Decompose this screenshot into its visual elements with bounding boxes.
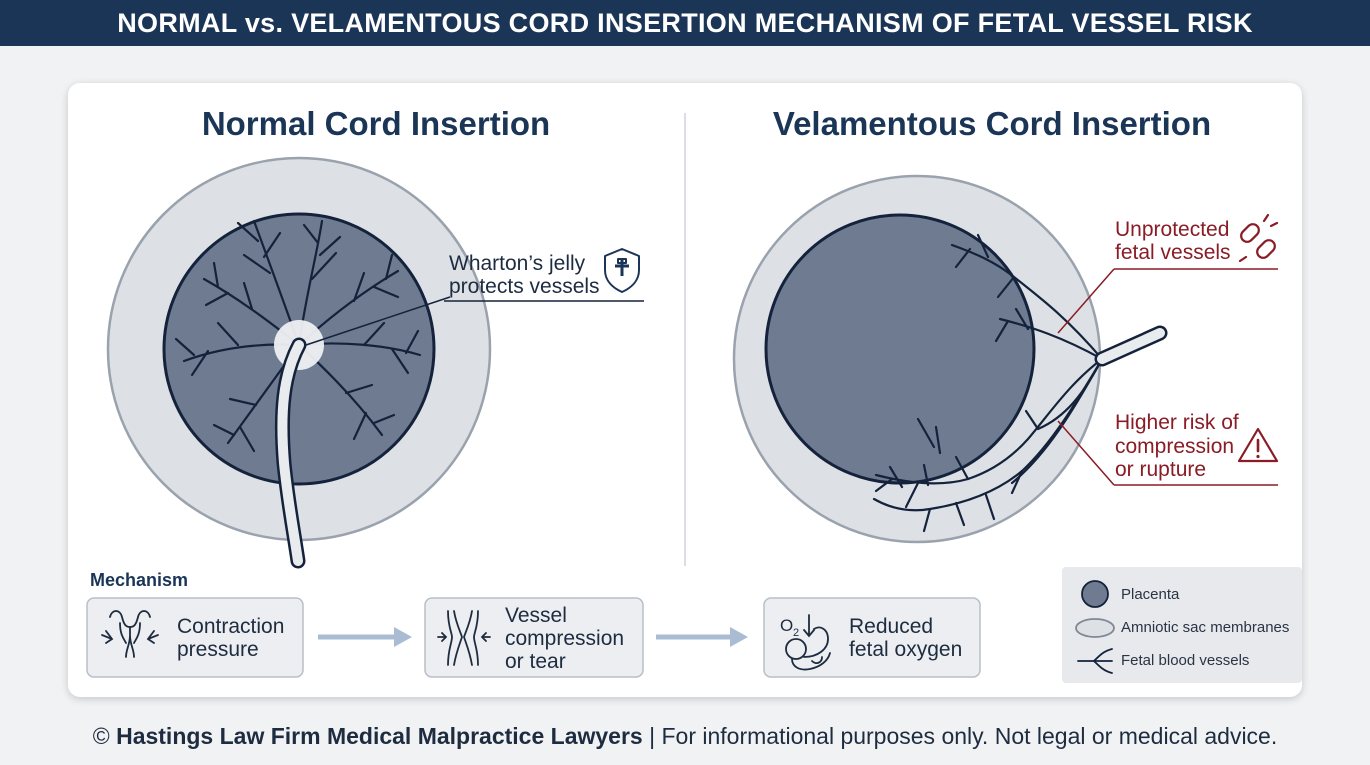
velamentous-placenta [764,213,1036,485]
legend-membrane-label: Amniotic sac membranes [1121,619,1289,636]
normal-insertion-illustration: Wharton’s jelly protects vessels [106,156,644,569]
firm-name: Hastings Law Firm Medical Malpractice La… [116,722,643,749]
oxygen-subscript: 2 [793,627,799,639]
placenta-swatch-icon [1081,580,1109,608]
velamentous-note-1-line-1: Unprotected [1115,218,1229,241]
mechanism-heading: Mechanism [90,570,188,590]
velamentous-note-1-leader [1057,268,1115,334]
velamentous-panel-title: Velamentous Cord Insertion [773,105,1211,142]
normal-note-line-1: Wharton’s jelly [449,252,586,275]
velamentous-note-1-line-2: fetal vessels [1115,241,1231,264]
mechanism-step-2-line-2: compression [505,627,624,650]
uterus-icon [101,610,159,658]
legend-placenta-label: Placenta [1121,586,1180,603]
mechanism-step-2-line-3: or tear [505,650,566,673]
normal-note-line-2: protects vessels [449,275,600,298]
cord-insertion-diagram: Normal Cord Insertion Wharton’s jel [86,105,1302,683]
fetus-oxygen-icon: O 2 [780,614,831,671]
broken-chain-icon [1238,213,1279,263]
velamentous-note-2-leader [1057,420,1115,486]
mechanism-step-compression: Vessel compression or tear [424,597,644,678]
legend: Placenta Amniotic sac membranes Fetal bl… [1062,567,1302,683]
vessel-swatch-icon [1077,648,1113,674]
velamentous-fetal-vessels [872,233,1104,533]
velamentous-insertion-illustration: Unprotected fetal vessels Higher risk of… [732,174,1279,544]
normal-umbilical-cord [277,340,304,566]
membrane-swatch-icon [1075,618,1115,638]
mechanism-step-1-line-1: Contraction [177,615,284,638]
footer: © Hastings Law Firm Medical Malpractice … [0,718,1370,754]
copyright-symbol: © [92,722,110,749]
velamentous-note-2-line-1: Higher risk of [1115,411,1239,434]
oxygen-symbol: O [780,616,793,635]
velamentous-note-2-line-3: or rupture [1115,458,1206,481]
shield-plus-icon [604,248,640,293]
mechanism-step-3-line-1: Reduced [849,615,933,638]
mechanism-step-2-line-1: Vessel [505,604,567,627]
vessel-compression-icon [437,610,491,666]
mechanism-step-3-line-2: fetal oxygen [849,638,962,661]
mechanism-step-1-line-2: pressure [177,638,259,661]
normal-panel-title: Normal Cord Insertion [202,105,550,142]
mechanism-arrow-2 [656,627,748,647]
page-title: NORMAL vs. VELAMENTOUS CORD INSERTION ME… [0,0,1370,46]
velamentous-umbilical-cord [1097,328,1165,364]
velamentous-note-2-line-2: compression [1115,435,1234,458]
mechanism-step-contraction: Contraction pressure [86,597,304,678]
mechanism-arrow-1 [318,627,412,647]
legend-box [1062,567,1302,683]
normal-note-leader [305,296,451,346]
warning-triangle-icon [1237,427,1279,463]
footer-separator: | [649,722,656,749]
legend-vessel-label: Fetal blood vessels [1121,652,1249,669]
mechanism-step-oxygen: O 2 Reduced fetal oxygen [763,597,981,678]
disclaimer: For informational purposes only. Not leg… [661,722,1278,749]
